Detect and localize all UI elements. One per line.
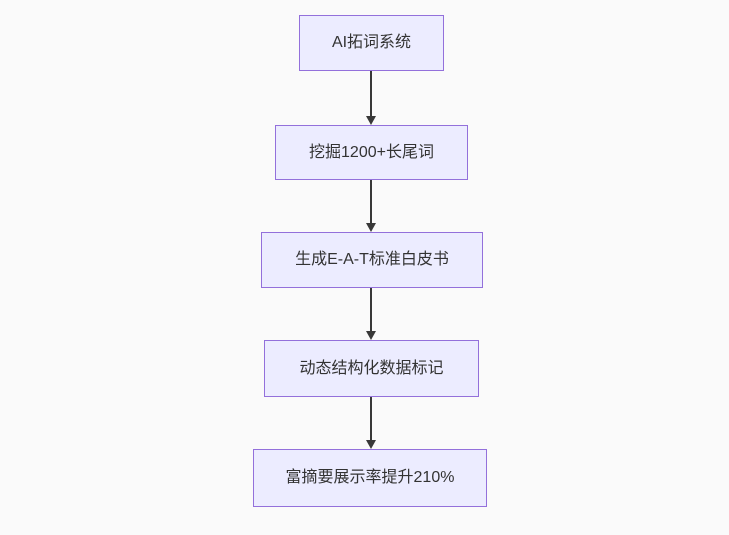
flow-node-label: 挖掘1200+长尾词 (309, 143, 434, 161)
flow-node-ai-word-expansion: AI拓词系统 (299, 15, 444, 71)
arrow-down-icon (370, 180, 372, 223)
flow-node-label: 生成E-A-T标准白皮书 (295, 251, 449, 269)
flow-node-rich-snippet-rate: 富摘要展示率提升210% (253, 449, 487, 507)
flow-node-longtail-keywords: 挖掘1200+长尾词 (275, 125, 468, 180)
arrow-down-icon (370, 288, 372, 331)
flow-node-structured-data-markup: 动态结构化数据标记 (264, 340, 479, 397)
flow-node-label: AI拓词系统 (331, 34, 412, 52)
flow-node-eat-whitepaper: 生成E-A-T标准白皮书 (261, 232, 483, 288)
flow-node-label: 富摘要展示率提升210% (285, 469, 455, 487)
arrow-down-icon (370, 71, 372, 116)
arrow-down-icon (370, 397, 372, 440)
flow-node-label: 动态结构化数据标记 (299, 359, 444, 377)
